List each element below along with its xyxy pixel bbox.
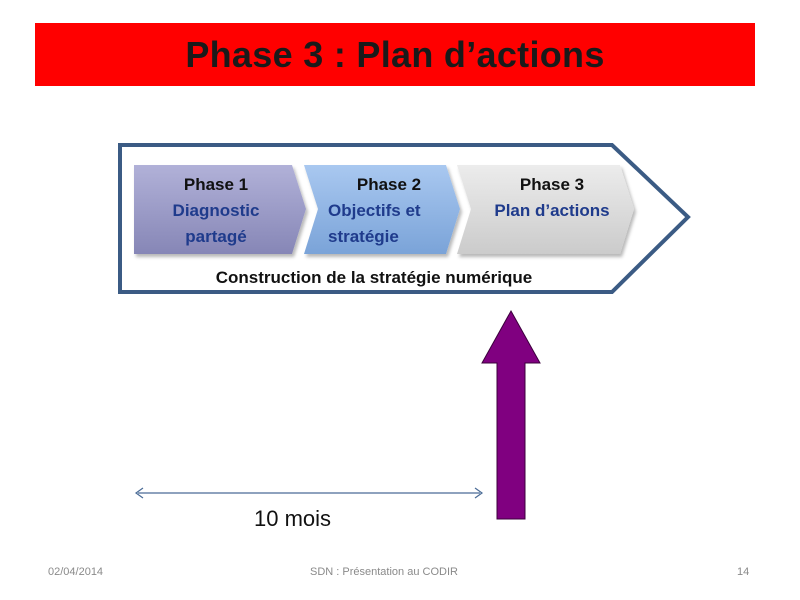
phase-2-line1: Objectifs et [328,201,421,220]
duration-label: 10 mois [254,506,332,531]
page-number: 14 [737,566,750,578]
phase-1-line1: Diagnostic [173,201,260,220]
up-arrow [481,309,541,520]
phase-2-line2: stratégie [328,227,399,246]
slide-title: Phase 3 : Plan d’actions [185,33,605,75]
phase-3-name: Phase 3 [520,175,584,194]
duration-dimension-line [134,487,484,499]
phase-1-line2: partagé [185,227,246,246]
phase-3-chevron [457,165,634,254]
footer-title: SDN : Présentation au CODIR [310,566,458,578]
diagram-caption: Construction de la stratégie numérique [216,268,532,287]
phase-1-chevron [134,165,306,254]
title-bar: Phase 3 : Plan d’actions [35,23,755,86]
phase-2-chevron [304,165,460,254]
phase-1-name: Phase 1 [184,175,248,194]
footer-date: 02/04/2014 [48,566,104,578]
phase-3-line1: Plan d’actions [494,201,609,220]
phase-2-name: Phase 2 [357,175,421,194]
